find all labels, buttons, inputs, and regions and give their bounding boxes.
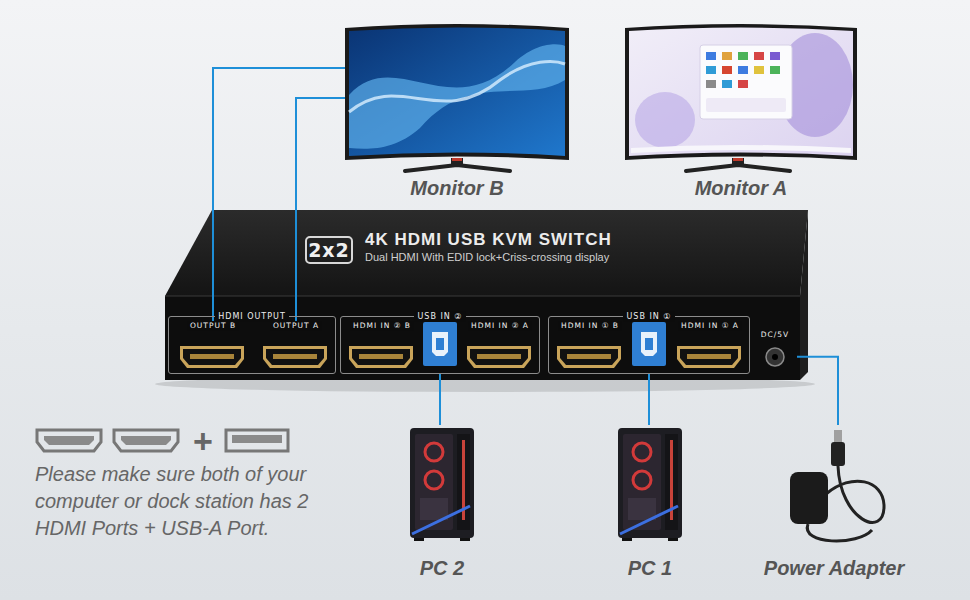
illustration-part: [733, 158, 743, 161]
illustration-part: [706, 80, 716, 88]
illustration-part: [631, 145, 851, 153]
illustration-part: [754, 52, 764, 60]
note-text: Please make sure both of your computer o…: [35, 461, 357, 542]
kvm-switch: 4K HDMI USB KVM SWITCHDual HDMI With EDI…: [165, 210, 808, 382]
label-slot: Please make sure both of your computer o…: [35, 461, 357, 542]
device-block: Monitor A: [625, 25, 857, 200]
illustration-part: [722, 52, 732, 60]
model-badge: 2x2: [305, 236, 353, 264]
illustration-part: [226, 430, 288, 451]
illustration-part: [467, 346, 531, 368]
cable-line: [648, 374, 650, 425]
illustration-part: [722, 80, 732, 88]
illustration-part: [826, 466, 884, 522]
illustration-part: [800, 210, 808, 380]
port-group: USB IN ②HDMI IN ② BHDMI IN ② A: [340, 316, 540, 374]
illustration-part: [349, 61, 565, 112]
illustration-part: [629, 28, 853, 157]
illustration-part: [770, 52, 780, 60]
illustration-part: [700, 45, 792, 119]
port-block: HDMI IN ① B: [553, 323, 627, 373]
label-slot: +: [186, 423, 220, 459]
illustration-part: [738, 80, 748, 88]
illustration-part: [405, 165, 510, 171]
device-label: Monitor B: [410, 176, 503, 200]
product-text: Dual HDMI With EDID lock+Criss-crossing …: [365, 250, 808, 265]
illustration-part: [632, 322, 666, 366]
illustration-part: [706, 52, 716, 60]
illustration-part: [677, 346, 741, 368]
illustration-part: [635, 92, 695, 148]
illustration-part: [410, 428, 474, 541]
group-heading: USB IN ①: [623, 311, 674, 322]
port-label: HDMI IN ① A: [678, 321, 742, 331]
illustration-part: [625, 24, 857, 160]
illustration-part: [232, 435, 282, 443]
port-block: DC/5V: [753, 326, 797, 372]
port-block: HDMI IN ② B: [345, 323, 419, 373]
cable-line: [439, 374, 441, 425]
device-block: Power Adapter: [748, 425, 920, 580]
port-label: OUTPUT A: [270, 321, 322, 331]
illustration-part: [790, 472, 828, 524]
cable-line: [797, 357, 838, 425]
illustration-part: [722, 66, 732, 74]
port-label: OUTPUT B: [187, 321, 239, 331]
illustration-part: [423, 322, 457, 366]
illustration-part: [345, 24, 569, 160]
illustration-part: [807, 524, 872, 541]
device-label: Power Adapter: [764, 556, 904, 580]
illustration-part: [263, 346, 327, 368]
port-block: HDMI IN ② A: [463, 323, 537, 373]
illustration-part: [37, 430, 101, 451]
illustration-part: [44, 436, 94, 445]
device-label: PC 2: [420, 556, 464, 580]
product-text: 4K HDMI USB KVM SWITCH: [365, 229, 808, 250]
illustration-part: [165, 296, 800, 297]
illustration-part: [754, 66, 764, 74]
port-label: HDMI IN ① B: [558, 321, 622, 331]
illustration-part: [831, 442, 845, 466]
port-label: HDMI IN ② A: [468, 321, 532, 331]
port-group: HDMI OUTPUTOUTPUT BOUTPUT A: [168, 316, 336, 374]
illustration-part: [452, 158, 462, 161]
device-label: PC 1: [628, 556, 672, 580]
port-block: HDMI IN ① A: [673, 323, 747, 373]
device-block: Monitor B: [345, 25, 569, 200]
illustration-part: [706, 66, 716, 74]
port-block: OUTPUT B: [173, 323, 253, 373]
port-group: USB IN ①HDMI IN ① BHDMI IN ① A: [548, 316, 750, 374]
illustration-part: [557, 346, 621, 368]
illustration-part: [349, 346, 413, 368]
port-block: OUTPUT A: [257, 323, 335, 373]
cable-line: [213, 68, 345, 323]
badge-text: 2x2: [308, 239, 350, 261]
illustration-part: [766, 348, 784, 366]
illustration-part: [114, 430, 178, 451]
group-heading: USB IN ②: [414, 311, 465, 322]
illustration-part: [686, 165, 790, 171]
illustration-part: [121, 436, 171, 445]
illustration-part: [738, 66, 748, 74]
illustration-part: [180, 346, 244, 368]
device-label: Monitor A: [695, 176, 788, 200]
illustration-part: [165, 210, 808, 296]
illustration-part: [349, 44, 565, 148]
port-label: HDMI IN ② B: [350, 321, 414, 331]
illustration-part: [618, 428, 682, 541]
device-block: PC 1: [598, 425, 702, 580]
plus-sign: +: [186, 423, 220, 459]
port-label: DC/5V: [761, 330, 789, 340]
illustration-part: [165, 296, 800, 380]
cable-line: [296, 98, 345, 323]
device-block: PC 2: [390, 425, 494, 580]
illustration-part: [706, 98, 786, 112]
illustration-part: [738, 52, 748, 60]
illustration-part: [770, 66, 780, 74]
illustration-part: [349, 28, 565, 157]
illustration-part: [772, 354, 778, 360]
illustration-part: [834, 430, 842, 442]
